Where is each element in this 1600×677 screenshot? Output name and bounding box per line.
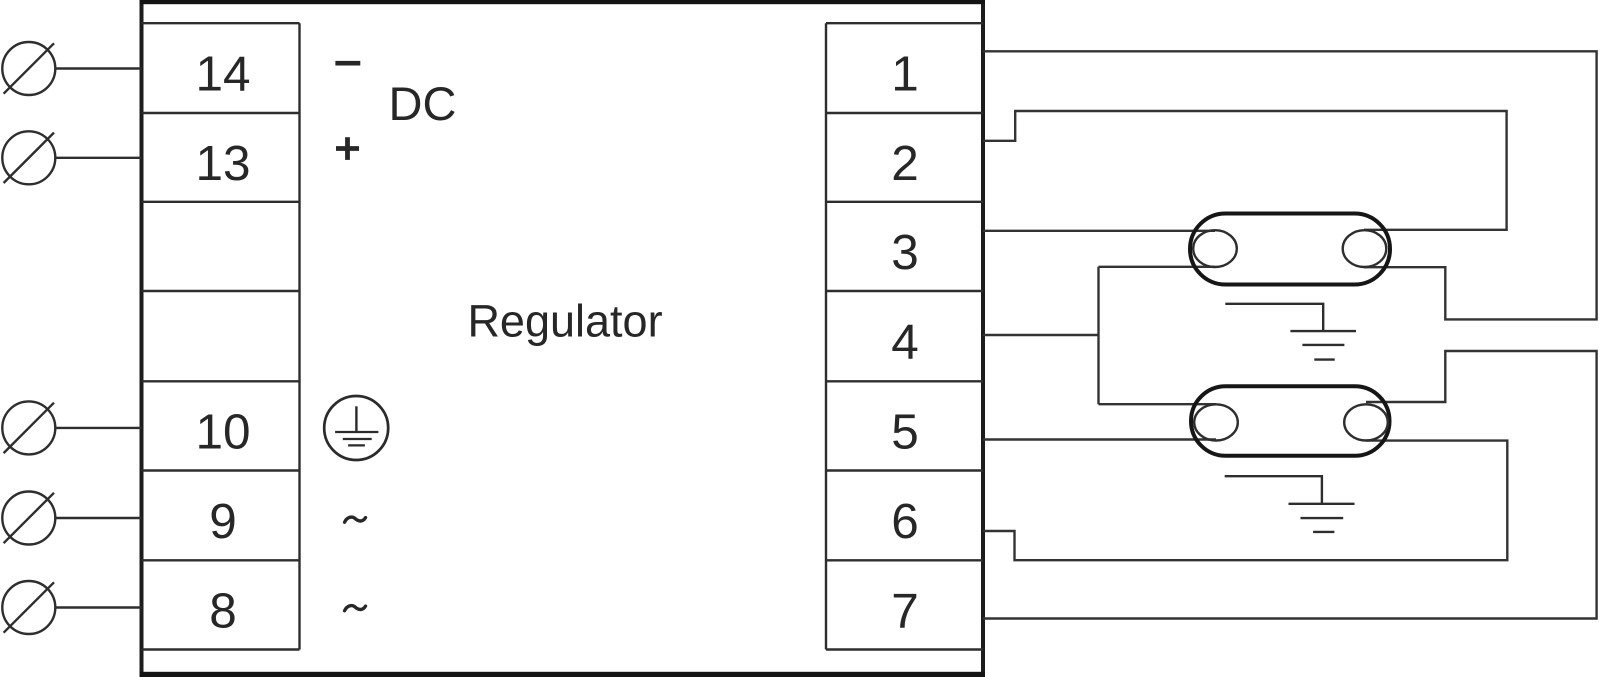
svg-text:13: 13 bbox=[195, 136, 250, 191]
svg-text:10: 10 bbox=[195, 404, 250, 459]
svg-text:1: 1 bbox=[891, 47, 919, 102]
svg-text:8: 8 bbox=[209, 583, 237, 638]
svg-text:9: 9 bbox=[209, 494, 237, 549]
svg-text:Regulator: Regulator bbox=[467, 296, 662, 347]
svg-text:2: 2 bbox=[891, 136, 919, 191]
svg-text:5: 5 bbox=[891, 404, 919, 459]
svg-text:3: 3 bbox=[891, 225, 919, 280]
svg-text:6: 6 bbox=[891, 494, 919, 549]
svg-text:DC: DC bbox=[389, 77, 457, 130]
svg-text:14: 14 bbox=[195, 47, 250, 102]
svg-text:4: 4 bbox=[891, 315, 919, 370]
svg-text:7: 7 bbox=[891, 583, 919, 638]
